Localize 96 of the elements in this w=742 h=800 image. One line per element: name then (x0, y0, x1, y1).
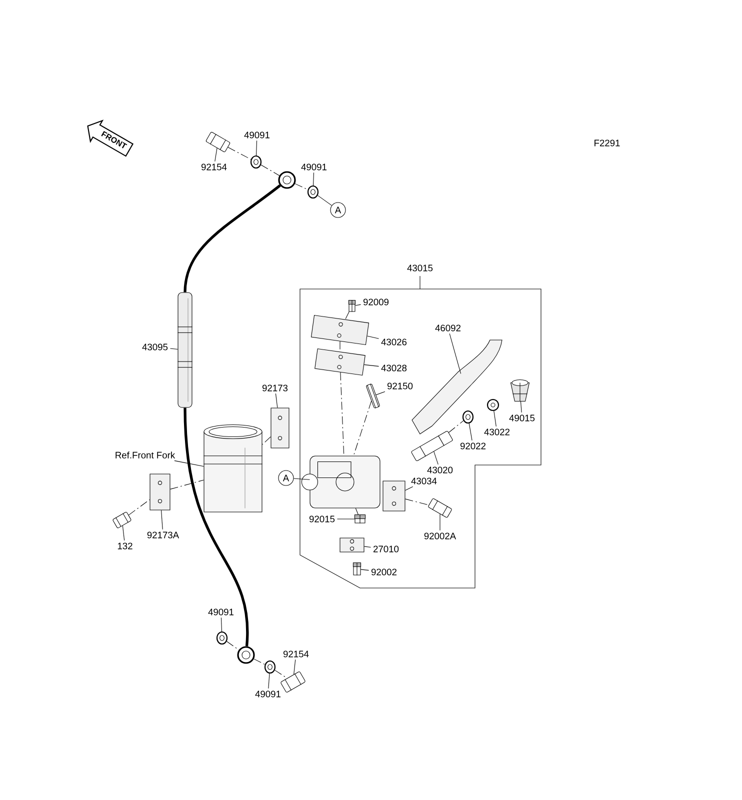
bolt-drawing (112, 512, 132, 528)
washer-drawing (462, 410, 474, 424)
screw-drawing (352, 562, 362, 576)
leader-line (122, 525, 125, 541)
bracket-drawing (314, 348, 366, 376)
bolt-drawing (411, 430, 453, 462)
assembly-line (262, 436, 271, 445)
part-number: 92150 (387, 382, 413, 390)
bracket-drawing (382, 480, 406, 512)
boot-drawing (510, 379, 530, 402)
assembly-line (274, 670, 288, 678)
assembly-line (355, 508, 359, 515)
part-number: 92002 (371, 568, 396, 576)
assembly-line (170, 480, 204, 490)
leader-line (364, 364, 380, 367)
assembly-line (448, 420, 464, 433)
hose-drawing (177, 292, 193, 408)
leader-line (220, 617, 222, 632)
washer-drawing (216, 631, 228, 645)
leader-line (293, 478, 310, 480)
leader-line (494, 410, 496, 427)
leader-line (366, 336, 380, 339)
part-number: 49091 (255, 690, 280, 698)
leader-line (468, 423, 472, 441)
washer-drawing (250, 155, 262, 169)
assembly-line (294, 183, 308, 190)
part-number: 49015 (509, 414, 535, 422)
banjo-fitting-drawing (237, 646, 255, 664)
part-number: 92154 (283, 650, 309, 658)
leader-line (170, 348, 178, 350)
part-number: Ref.Front Fork (116, 452, 176, 458)
part-number: 49091 (244, 132, 270, 138)
assembly-line (228, 147, 252, 160)
leader-line (214, 148, 218, 162)
leader-line (360, 569, 370, 571)
assembly-line (260, 164, 280, 176)
bolt-drawing (280, 672, 306, 692)
assembly-line (226, 641, 240, 650)
screw-drawing (354, 514, 366, 524)
leader-line (449, 333, 462, 374)
assembly-line (128, 499, 150, 516)
part-number: 92009 (363, 298, 389, 306)
bolt-drawing (428, 498, 452, 518)
leader-line (434, 451, 438, 465)
part-number: 43028 (381, 364, 407, 372)
assembly-line (345, 312, 350, 320)
bracket-drawing (270, 408, 290, 448)
bolt-drawing (366, 384, 380, 408)
assembly-line (254, 658, 266, 665)
part-number: 43022 (484, 428, 510, 436)
master-cylinder-drawing (301, 456, 380, 508)
part-number: 92022 (460, 442, 486, 450)
drawing-code: F2291 (594, 140, 620, 146)
part-number: 49091 (208, 608, 234, 616)
leader-line (174, 460, 204, 467)
leader-line (268, 673, 270, 689)
part-number: 43026 (381, 338, 407, 346)
part-number: 92015 (309, 516, 335, 522)
banjo-fitting-drawing (278, 171, 296, 189)
leader-line (405, 486, 414, 491)
part-number: 132 (118, 542, 132, 550)
assembly-line (353, 400, 372, 456)
part-number: 92154 (201, 164, 227, 170)
part-number: 92173A (147, 532, 180, 538)
leader-line (376, 391, 386, 396)
assembly-line (405, 498, 429, 506)
part-number: 43095 (142, 344, 168, 350)
leader-line (317, 195, 332, 206)
screw-drawing (348, 300, 356, 312)
circlip-drawing (486, 398, 500, 412)
part-number: 49091 (301, 164, 326, 170)
part-number: 43020 (427, 466, 453, 474)
leader-line (520, 401, 522, 413)
leader-line (336, 518, 355, 520)
washer-drawing (307, 185, 319, 199)
leader-line (364, 546, 372, 548)
hose-line (184, 408, 249, 646)
part-number: 46092 (435, 324, 460, 332)
bracket-drawing (150, 474, 170, 510)
leader-line (161, 510, 163, 530)
part-number: 27010 (373, 546, 399, 552)
part-number: 92002A (424, 532, 456, 540)
hose-line (184, 184, 281, 292)
fork-tube-drawing (203, 424, 263, 512)
assembly-line (340, 372, 344, 456)
leader-line (275, 393, 278, 408)
leader-line (313, 172, 314, 186)
part-number: 92173 (262, 384, 288, 392)
node-label: 43015 (407, 264, 433, 272)
bracket-drawing (340, 538, 364, 552)
leader-line (355, 304, 362, 306)
bolt-drawing (206, 132, 230, 152)
leader-line (294, 659, 296, 675)
leader-line (256, 140, 258, 156)
part-number: 43034 (411, 478, 437, 484)
washer-drawing (264, 660, 276, 674)
